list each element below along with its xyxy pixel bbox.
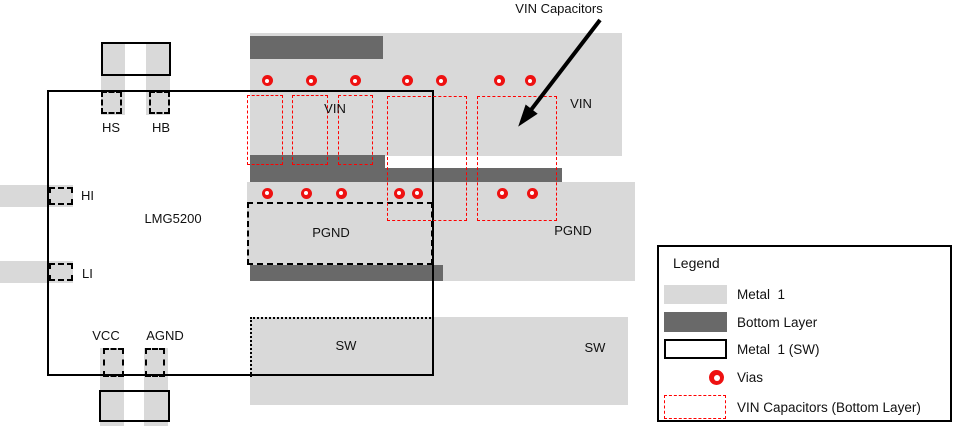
sw-copper-region [250, 317, 628, 405]
bottom-layer-bar-lower [250, 265, 443, 281]
metal1-swatch [664, 285, 727, 304]
hs-pad [101, 91, 122, 114]
legend-box: Legend Metal 1 Bottom Layer Metal 1 (SW)… [657, 245, 952, 422]
metal1-sw-swatch [664, 339, 727, 359]
vin-capacitor-outline [338, 95, 373, 165]
hs-hb-land-outline [101, 42, 171, 76]
bottom-layer-bar-mid-right [385, 168, 562, 182]
sw-dotted-outline [250, 317, 434, 377]
bottom-layer-swatch [664, 312, 727, 332]
chip-label: LMG5200 [144, 211, 202, 226]
bottom-layer-bar-mid-left [250, 155, 385, 182]
bottom-layer-bar-top [250, 36, 383, 59]
via-icon [493, 75, 505, 86]
agnd-pin-label: AGND [146, 328, 184, 343]
vin-capacitor-outline [387, 96, 467, 221]
hi-pad-strip [0, 185, 73, 207]
legend-title: Legend [673, 255, 720, 271]
li-pad-strip [0, 261, 73, 283]
via-icon [393, 187, 405, 199]
vin-capacitors-annotation: VIN Capacitors [515, 1, 603, 16]
pgnd-left-label: PGND [312, 225, 350, 240]
via-swatch [709, 370, 724, 385]
vin-right-label: VIN [570, 96, 592, 111]
hi-pin-label: HI [81, 188, 94, 203]
vcc-agnd-land-outline [99, 390, 170, 422]
sw-left-label: SW [335, 338, 357, 353]
ic-outline-lmg5200 [47, 90, 434, 376]
vin-left-label: VIN [324, 101, 346, 116]
hi-pad [49, 187, 73, 205]
legend-label-vias: Vias [737, 370, 764, 385]
legend-label-vin-capacitors: VIN Capacitors (Bottom Layer) [737, 400, 921, 415]
li-pin-label: LI [82, 266, 93, 281]
via-icon [300, 187, 312, 199]
hb-pad [149, 91, 170, 114]
via-icon [261, 75, 273, 86]
vcc-pin-label: VCC [92, 328, 120, 343]
li-pad [49, 263, 73, 281]
vin-capacitor-outline [477, 96, 557, 221]
sw-right-label: SW [584, 340, 606, 355]
via-icon [435, 75, 447, 86]
legend-label-metal1: Metal 1 [737, 287, 786, 302]
via-icon [305, 75, 317, 86]
via-icon [261, 187, 273, 199]
via-icon [401, 75, 413, 86]
vin-capacitor-outline [292, 95, 328, 165]
legend-label-metal1-sw: Metal 1 (SW) [737, 342, 820, 357]
via-icon [411, 187, 423, 199]
hb-pin-label: HB [151, 120, 171, 135]
via-icon [524, 75, 536, 86]
pgnd-right-label: PGND [554, 223, 592, 238]
agnd-pad [145, 348, 165, 377]
via-icon [526, 187, 538, 199]
via-icon [335, 187, 347, 199]
via-icon [349, 75, 361, 86]
via-icon [496, 187, 508, 199]
legend-label-bottom-layer: Bottom Layer [737, 315, 818, 330]
vin-capacitor-outline [247, 95, 283, 165]
vin-capacitor-swatch [664, 395, 726, 419]
vcc-pad [103, 348, 124, 377]
hs-pin-label: HS [101, 120, 121, 135]
